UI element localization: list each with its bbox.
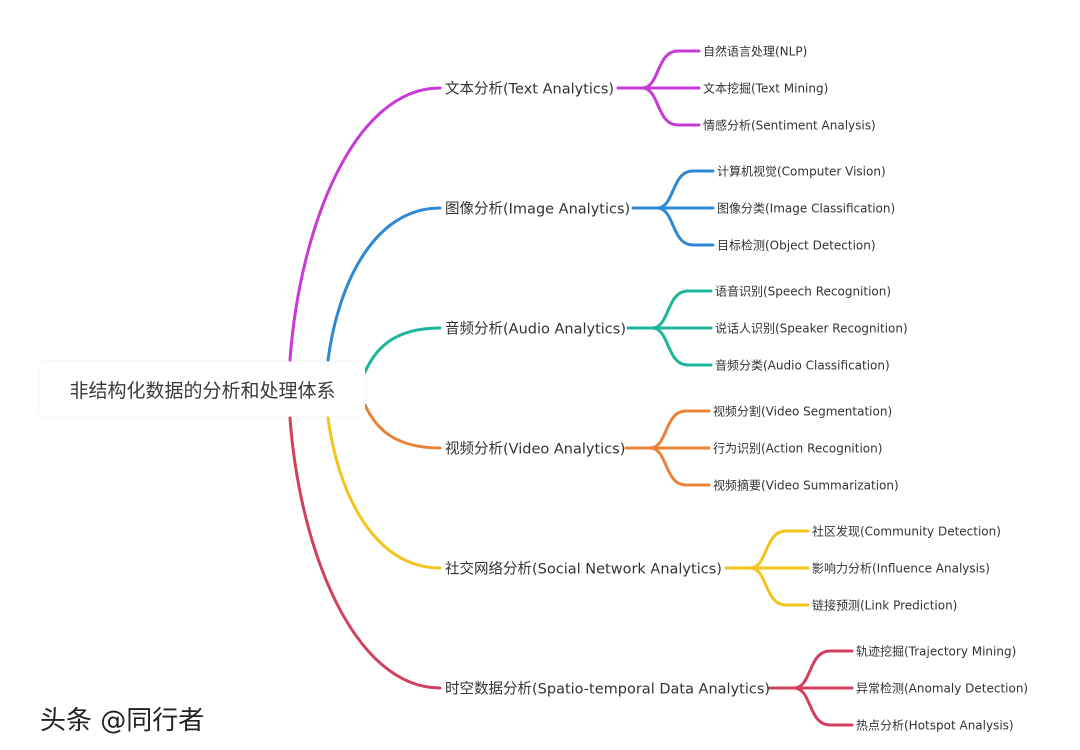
leaf-node[interactable]: 链接预测(Link Prediction)	[812, 598, 958, 613]
branch-video[interactable]: 视频分析(Video Analytics)	[445, 441, 626, 458]
leaf-node[interactable]: 自然语言处理(NLP)	[703, 44, 808, 59]
leaf-connector	[648, 409, 711, 450]
leaf-connector	[648, 446, 711, 487]
branch-connector-video	[363, 403, 442, 450]
leaf-connector	[792, 686, 854, 727]
leaf-node[interactable]: 语音识别(Speech Recognition)	[715, 284, 892, 299]
branch-connector-audio	[363, 326, 442, 374]
leaf-node[interactable]: 目标检测(Object Detection)	[717, 238, 876, 253]
branch-connector-social-network	[326, 416, 442, 570]
branch-spatio-temporal[interactable]: 时空数据分析(Spatio-temporal Data Analytics)	[445, 681, 771, 698]
leaf-node[interactable]: 影响力分析(Influence Analysis)	[812, 561, 990, 576]
leaf-node[interactable]: 视频分割(Video Segmentation)	[713, 404, 893, 419]
leaf-node[interactable]: 热点分析(Hotspot Analysis)	[856, 718, 1014, 733]
branch-text[interactable]: 文本分析(Text Analytics)	[445, 81, 615, 98]
leaf-connector	[640, 86, 701, 127]
leaf-connector	[655, 206, 715, 247]
leaf-connector	[650, 289, 713, 330]
branch-social-network[interactable]: 社交网络分析(Social Network Analytics)	[445, 561, 722, 578]
branch-audio[interactable]: 音频分析(Audio Analytics)	[445, 321, 626, 338]
branch-connector-text	[288, 86, 442, 362]
leaf-node[interactable]: 计算机视觉(Computer Vision)	[717, 164, 886, 179]
leaf-node[interactable]: 音频分类(Audio Classification)	[715, 358, 890, 373]
leaf-connector	[640, 49, 701, 90]
leaf-node[interactable]: 情感分析(Sentiment Analysis)	[703, 118, 876, 133]
leaf-connector	[650, 326, 713, 367]
root-node[interactable]: 非结构化数据的分析和处理体系	[40, 362, 365, 416]
leaf-node[interactable]: 图像分类(Image Classification)	[717, 201, 896, 216]
watermark: 头条 @同行者	[40, 706, 205, 736]
leaf-node[interactable]: 异常检测(Anomaly Detection)	[856, 681, 1029, 696]
leaf-connector	[792, 649, 854, 690]
branch-image[interactable]: 图像分析(Image Analytics)	[445, 201, 631, 218]
branch-connector-image	[326, 206, 442, 362]
leaf-connector	[748, 529, 810, 570]
leaf-node[interactable]: 文本挖掘(Text Mining)	[703, 81, 829, 96]
root-label: 非结构化数据的分析和处理体系	[69, 379, 336, 402]
branch-connector-spatio-temporal	[288, 416, 442, 690]
leaf-node[interactable]: 社区发现(Community Detection)	[812, 524, 1001, 539]
leaf-connector	[655, 169, 715, 210]
leaf-node[interactable]: 视频摘要(Video Summarization)	[713, 478, 899, 493]
leaf-node[interactable]: 行为识别(Action Recognition)	[713, 441, 883, 456]
leaf-node[interactable]: 轨迹挖掘(Trajectory Mining)	[856, 644, 1017, 659]
leaf-node[interactable]: 说话人识别(Speaker Recognition)	[715, 321, 908, 336]
leaf-connector	[748, 566, 810, 607]
